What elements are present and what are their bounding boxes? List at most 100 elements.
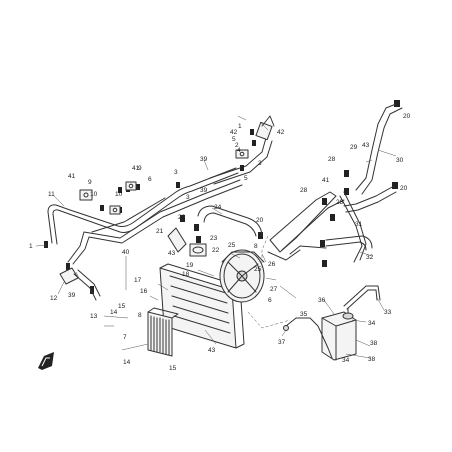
callout-label: 31 (355, 221, 363, 228)
hose-clamp (44, 241, 48, 248)
callout-label: 39 (68, 292, 76, 299)
hose-clamp (180, 215, 185, 222)
callout-label: 43 (362, 142, 370, 149)
hose-clamp (118, 187, 122, 193)
callout-label: 15 (169, 365, 177, 372)
callout-label: 41 (68, 173, 76, 180)
small-hoses-center (167, 227, 207, 257)
callout-label: 20 (256, 217, 264, 224)
callout-label: 38 (370, 340, 378, 347)
callout-label: 1 (238, 123, 242, 130)
callout-label: 19 (186, 262, 194, 269)
callout-label: 9 (88, 179, 92, 186)
callout-label: 22 (212, 247, 220, 254)
callout-label: 8 (254, 243, 258, 250)
callout-label: 26 (268, 261, 276, 268)
hose-clamp (250, 129, 254, 135)
callout-label: 16 (140, 288, 148, 295)
callout-label: 42 (230, 129, 238, 136)
callout-label: 4 (237, 147, 241, 154)
hose-clamps (44, 100, 400, 294)
overflow-tube (283, 317, 333, 359)
hose-clamp (344, 170, 349, 177)
callout-label: 13 (90, 313, 98, 320)
oil-cooler (147, 307, 179, 357)
hose-clamp (322, 198, 327, 205)
hose-clamp (258, 232, 263, 239)
hose-clamp (194, 224, 199, 231)
callout-label: 40 (122, 249, 130, 256)
callout-label: 1 (29, 243, 33, 250)
hose-clamp (252, 140, 256, 146)
callout-label: 39 (200, 156, 208, 163)
upper-coolant-hose (209, 115, 275, 185)
callout-label: 10 (115, 191, 123, 198)
callout-label: 11 (48, 191, 55, 198)
hose-clamp (392, 182, 398, 189)
callout-label: 14 (110, 309, 118, 316)
hose-clamp (240, 165, 244, 171)
callout-label: 21 (156, 228, 164, 235)
hose-clamp (66, 263, 70, 270)
hose-clamp (322, 260, 327, 267)
callout-label: 3 (186, 194, 190, 201)
callout-label: 24 (214, 204, 222, 211)
hose-clamp (330, 214, 335, 221)
callout-label: 8 (138, 312, 142, 319)
callout-label: 5 (244, 175, 248, 182)
callout-label: 28 (336, 199, 344, 206)
hose-clamp (394, 100, 400, 107)
radiator-upper-hose (197, 205, 263, 237)
hose-clamp (196, 236, 201, 243)
hose-clamp (100, 205, 104, 211)
hose-clamp (90, 286, 94, 294)
radiator-mount-bracket (267, 191, 345, 261)
hose-clamp (176, 182, 180, 188)
callout-label: 30 (396, 157, 404, 164)
callout-label: 10 (90, 191, 98, 198)
callout-label: 18 (182, 271, 190, 278)
callout-label: 2 (235, 142, 239, 149)
callout-label: 3 (258, 160, 262, 167)
callout-label: 20 (178, 214, 186, 221)
hose-clamp (344, 188, 349, 195)
hose-clamp (136, 184, 140, 190)
callout-label: 41 (132, 165, 140, 172)
callout-label: 17 (134, 277, 142, 284)
callout-label: 3 (174, 169, 178, 176)
right-coolant-hoses (339, 103, 403, 263)
callout-label: 9 (138, 165, 142, 172)
callout-labels: 1 1 2 3 3 3 4 5 5 6 6 7 8 8 9 9 10 10 11… (29, 113, 411, 372)
callout-label: 28 (328, 156, 336, 163)
callout-label: 7 (123, 334, 127, 341)
callout-label: 15 (118, 303, 126, 310)
callout-label: 23 (210, 235, 218, 242)
coolant-reservoir (321, 285, 381, 361)
callout-label: 6 (148, 176, 152, 183)
lower-right-hose (325, 235, 373, 251)
pipe-brackets (79, 149, 249, 215)
callout-label: 14 (123, 359, 131, 366)
callout-leaders (35, 115, 397, 359)
callout-label: 36 (318, 297, 326, 304)
callout-label: 43 (208, 347, 216, 354)
callout-label: 25 (228, 242, 236, 249)
callout-label: 41 (322, 177, 330, 184)
callout-label: 5 (232, 136, 236, 143)
callout-label: 29 (350, 144, 358, 151)
callout-label: 20 (403, 113, 411, 120)
callout-label: 37 (278, 339, 286, 346)
callout-label: 43 (168, 250, 176, 257)
callout-label: 28 (300, 187, 308, 194)
callout-label: 20 (400, 185, 408, 192)
callout-label: 34 (342, 357, 350, 364)
callout-label: 42 (277, 129, 285, 136)
callout-label: 27 (270, 286, 278, 293)
coolant-pipe-assembly-left (47, 167, 243, 265)
callout-label: 35 (300, 311, 308, 318)
radiator (159, 263, 245, 349)
cooling-fan (219, 249, 265, 303)
callout-label: 39 (200, 187, 208, 194)
callout-label: 25 (254, 266, 262, 273)
